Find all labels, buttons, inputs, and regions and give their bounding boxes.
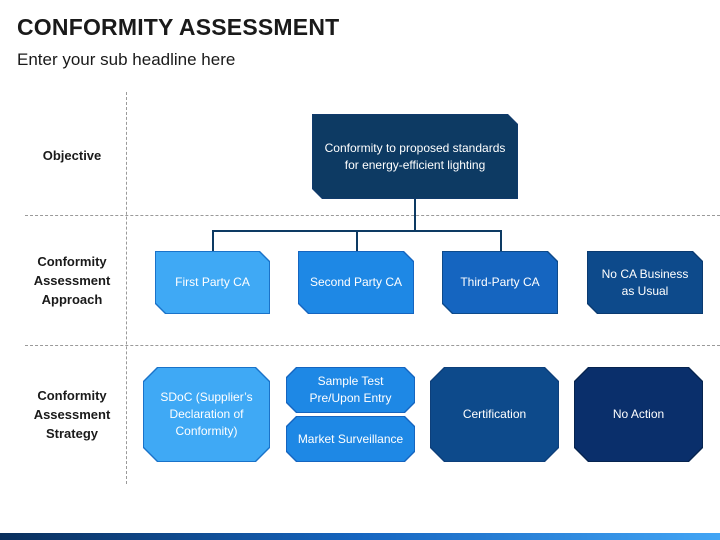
approach-box-third-party: Third-Party CA bbox=[443, 252, 557, 313]
strategy-box-no-action-border: No Action bbox=[574, 367, 703, 462]
page-title: CONFORMITY ASSESSMENT bbox=[17, 14, 340, 40]
strategy-box-sample-test-border: Sample Test Pre/Upon Entry bbox=[286, 367, 415, 413]
approach-box-first-party-border: First Party CA bbox=[155, 251, 270, 314]
approach-box-second-party-border: Second Party CA bbox=[298, 251, 414, 314]
strategy-box-market-surveillance: Market Surveillance bbox=[287, 417, 414, 461]
strategy-box-sdoc: SDoC (Supplier’s Declaration of Conformi… bbox=[144, 368, 269, 461]
row-label-strategy: Conformity Assessment Strategy bbox=[33, 388, 111, 441]
approach-box-third-party-border: Third-Party CA bbox=[442, 251, 558, 314]
strategy-box-certification-border: Certification bbox=[430, 367, 559, 462]
connector-trunk bbox=[414, 198, 416, 231]
row-divider-2 bbox=[25, 345, 720, 346]
strategy-box-market-surveillance-border: Market Surveillance bbox=[286, 416, 415, 462]
page-subtitle: Enter your sub headline here bbox=[17, 50, 236, 69]
strategy-box-no-action: No Action bbox=[575, 368, 702, 461]
connector-third-party bbox=[500, 230, 502, 252]
row-divider-1 bbox=[25, 215, 720, 216]
bottom-accent-bar bbox=[0, 533, 720, 540]
objective-box-border: Conformity to proposed standards for ene… bbox=[312, 114, 518, 199]
approach-box-second-party: Second Party CA bbox=[299, 252, 413, 313]
column-divider bbox=[126, 92, 127, 484]
approach-box-first-party: First Party CA bbox=[156, 252, 269, 313]
strategy-box-certification: Certification bbox=[431, 368, 558, 461]
objective-box: Conformity to proposed standards for ene… bbox=[313, 115, 517, 198]
connector-second-party bbox=[356, 230, 358, 252]
connector-first-party bbox=[212, 230, 214, 252]
row-label-objective: Objective bbox=[42, 148, 102, 163]
approach-box-no-ca-border: No CA Business as Usual bbox=[587, 251, 703, 314]
approach-box-no-ca: No CA Business as Usual bbox=[588, 252, 702, 313]
strategy-box-sdoc-border: SDoC (Supplier’s Declaration of Conformi… bbox=[143, 367, 270, 462]
strategy-box-sample-test: Sample Test Pre/Upon Entry bbox=[287, 368, 414, 412]
row-label-approach: Conformity Assessment Approach bbox=[33, 254, 111, 307]
